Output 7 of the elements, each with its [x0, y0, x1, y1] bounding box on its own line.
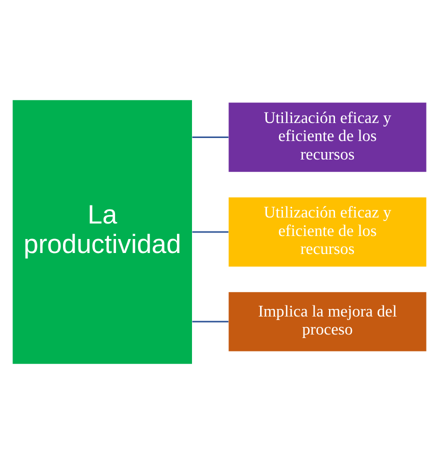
connector [192, 320, 228, 322]
connector [192, 136, 228, 138]
node-box: Utilización eficaz y eficiente de los recursos [228, 197, 426, 267]
node-box: Implica la mejora del proceso [228, 292, 426, 352]
node-box: La productividad [12, 100, 192, 364]
node-box: Utilización eficaz y eficiente de los recursos [228, 102, 426, 172]
connector [192, 231, 228, 233]
